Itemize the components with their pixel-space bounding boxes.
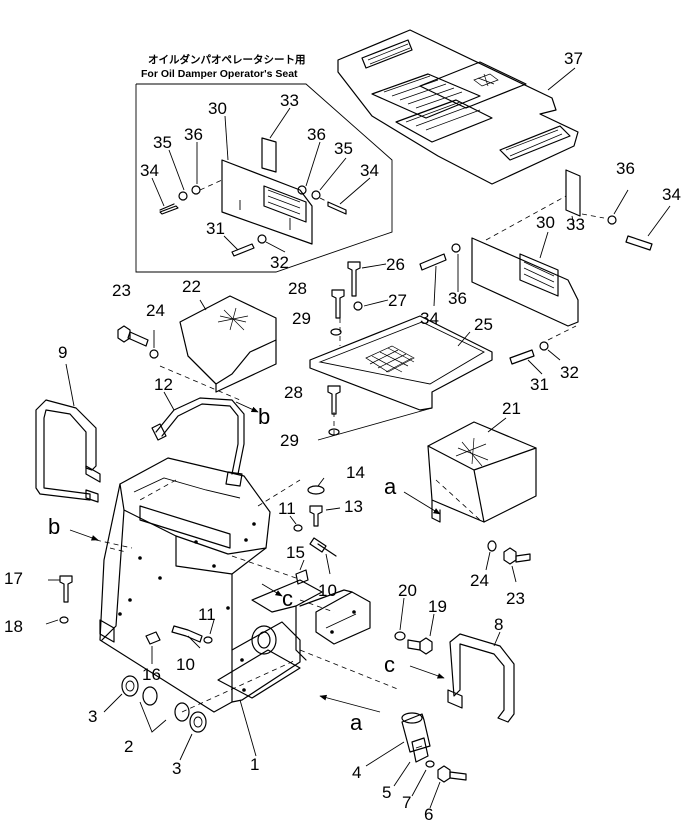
callout-31: 31 [206, 219, 225, 238]
callout-5: 5 [382, 783, 391, 802]
callout-29: 29 [280, 431, 299, 450]
callout-36: 36 [184, 125, 203, 144]
callout-34: 34 [420, 309, 439, 328]
callout-15: 15 [286, 543, 305, 562]
callout-35: 35 [153, 133, 172, 152]
callout-34: 34 [360, 161, 379, 180]
callout-36: 36 [448, 289, 467, 308]
callout-3: 3 [172, 759, 181, 778]
callout-24: 24 [470, 571, 489, 590]
marker-c: c [282, 586, 293, 611]
connection-arrows [69, 401, 445, 713]
callout-33: 33 [280, 91, 299, 110]
callout-27: 27 [388, 291, 407, 310]
frame-holes [118, 522, 256, 692]
marker-b: b [48, 514, 60, 539]
callout-11: 11 [278, 499, 296, 518]
callout-21: 21 [502, 399, 521, 418]
handrail-8 [394, 597, 515, 723]
assembly-lines [95, 365, 481, 713]
callout-17: 17 [4, 569, 23, 588]
callout-16: 16 [142, 665, 161, 684]
bushings-2-3 [103, 675, 207, 761]
callout-22: 22 [182, 277, 201, 296]
small-hardware [45, 477, 341, 664]
seat-bracket-30 [419, 169, 671, 375]
callout-35: 35 [334, 139, 353, 158]
bolt-23-right [485, 540, 531, 583]
callout-30: 30 [536, 213, 555, 232]
callout-12: 12 [154, 375, 173, 394]
bracket-center [299, 589, 371, 645]
callout-29: 29 [292, 309, 311, 328]
callout-32: 32 [560, 363, 579, 382]
callout-23: 23 [112, 281, 131, 300]
callout-1: 1 [250, 755, 259, 774]
inset-hardware [159, 179, 347, 257]
callout-23: 23 [506, 589, 525, 608]
marker-c: c [384, 652, 395, 677]
handrail-9 [35, 363, 101, 503]
callout-37: 37 [564, 49, 583, 68]
marker-a: a [384, 474, 397, 499]
callout-28: 28 [284, 383, 303, 402]
callout-36: 36 [616, 159, 635, 178]
callout-24: 24 [146, 301, 165, 320]
inset-caption-jp: オイルダンパオペレータシート用 [148, 53, 306, 66]
main-frame-1 [99, 457, 323, 757]
callout-36: 36 [307, 125, 326, 144]
callout-7: 7 [402, 793, 411, 812]
callout-33: 33 [566, 215, 585, 234]
marker-a: a [350, 710, 363, 735]
pin-4-and-retainer [365, 712, 467, 809]
callout-34: 34 [662, 185, 681, 204]
connection-letters: b b a a c c [48, 404, 397, 735]
callout-31: 31 [530, 375, 549, 394]
inset-box: オイルダンパオペレータシート用 For Oil Damper Operator'… [135, 53, 393, 273]
callout-labels: 37 33 30 36 36 35 35 34 34 31 32 36 34 3… [4, 49, 681, 824]
callout-8: 8 [494, 615, 503, 634]
callout-28: 28 [288, 279, 307, 298]
inset-seat-bracket [221, 137, 313, 245]
callout-26: 26 [386, 255, 405, 274]
seat-cover-37 [337, 29, 579, 185]
callout-14: 14 [346, 463, 365, 482]
callout-2: 2 [124, 737, 133, 756]
callout-25: 25 [474, 315, 493, 334]
callout-4: 4 [352, 763, 361, 782]
marker-b: b [258, 404, 270, 429]
inset-leaders [151, 107, 371, 253]
callout-30: 30 [208, 99, 227, 118]
callout-19: 19 [428, 597, 447, 616]
callout-10: 10 [318, 581, 337, 600]
callout-13: 13 [344, 497, 363, 516]
callout-18: 18 [4, 617, 23, 636]
callout-10: 10 [176, 655, 195, 674]
callout-11: 11 [198, 605, 216, 624]
inset-caption-en: For Oil Damper Operator's Seat [141, 68, 298, 80]
callout-32: 32 [270, 253, 289, 272]
cover-22 [179, 295, 277, 393]
bolts-26-29 [327, 261, 389, 436]
bolt-23-left [117, 325, 159, 359]
callout-6: 6 [424, 805, 433, 824]
callout-20: 20 [398, 581, 417, 600]
hose-12 [151, 391, 245, 487]
callout-9: 9 [58, 343, 67, 362]
callout-3: 3 [88, 707, 97, 726]
callout-34: 34 [140, 161, 159, 180]
cover-21 [427, 417, 537, 523]
